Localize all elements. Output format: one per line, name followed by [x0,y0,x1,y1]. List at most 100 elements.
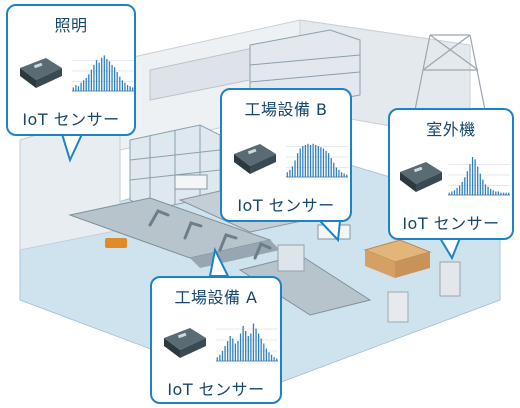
spectrum-bar [471,157,474,195]
spectrum-bar [479,173,481,196]
vibration-spectrum-icon [216,323,278,362]
spectrum-bar [103,55,105,92]
spectrum-bar [98,62,100,91]
spectrum-bar [461,181,463,195]
spectrum-bar [111,64,113,92]
vibration-spectrum-icon [72,55,134,92]
spectrum-bar [466,171,469,195]
spectrum-bar [226,341,229,361]
spectrum-bar [456,187,458,196]
spectrum-bar [502,192,505,196]
spectrum-bar [93,64,95,92]
spectrum-bar [453,190,456,195]
spectrum-bar [508,192,510,196]
spectrum-bar [119,76,121,91]
spectrum-bar [448,192,450,196]
spectrum-bar [252,323,255,361]
spectrum-bar [299,148,301,177]
spectrum-bar [72,87,74,91]
iot-sensor-device-icon [230,140,280,182]
spectrum-bar [296,153,299,177]
spectrum-bar [263,343,265,361]
callout-line-b: 工場設備 B IoT センサー [220,88,352,222]
spectrum-bar [101,57,103,91]
spectrum-bar [291,166,294,177]
spectrum-bar [343,173,345,177]
callout-lighting: 照明 IoT センサー [6,4,136,136]
callout-lighting-caption: IoT センサー [22,110,120,129]
spectrum-bar [229,336,231,361]
spectrum-bar [232,338,234,361]
spectrum-bar [129,86,131,91]
spectrum-bar [451,191,453,195]
vibration-spectrum-icon [286,143,348,178]
transmission-tower [414,34,486,111]
spectrum-bar [464,177,466,195]
spectrum-bar [234,343,237,361]
spectrum-bar [90,69,93,92]
spectrum-bar [80,82,82,91]
callout-outdoor-unit: 室外機 IoT センサー [388,108,514,240]
iot-sensor-device-icon [160,324,210,366]
spectrum-bar [492,190,494,195]
spectrum-bar [221,351,224,361]
spectrum-bar [333,162,335,177]
spectrum-bar [95,60,98,92]
callout-line-a: 工場設備 A IoT センサー [150,276,282,404]
spectrum-bar [335,167,338,177]
spectrum-bar [270,354,273,361]
spectrum-bar [317,146,319,178]
spectrum-bar [340,172,343,177]
spectrum-bar [315,144,317,177]
spectrum-bar [487,186,489,195]
agv-vehicle [105,238,127,248]
spectrum-bar [458,185,461,195]
spectrum-bar [88,74,90,92]
spectrum-bar [327,153,330,177]
spectrum-bar [304,144,307,177]
vibration-spectrum-icon [448,157,510,196]
spectrum-bar [237,341,239,361]
spectrum-bar [85,77,87,91]
outdoor-unit-box [439,261,461,297]
callout-line-a-title: 工場設備 A [174,288,258,307]
spectrum-bar [489,189,492,195]
spectrum-bar [257,333,260,361]
spectrum-bar [289,169,291,178]
spectrum-bar [121,80,124,91]
spectrum-bar [116,72,118,91]
callout-line-a-caption: IoT センサー [167,380,265,399]
spectrum-bar [505,192,507,196]
spectrum-bar [309,144,312,177]
spectrum-bar [322,148,325,177]
spectrum-bar [242,326,244,361]
robot-arms [148,209,272,260]
spectrum-bar [219,354,221,361]
spectrum-bar [106,58,108,91]
spectrum-bar [82,80,85,91]
spectrum-bar [307,143,309,177]
spectrum-bar [482,179,484,195]
spectrum-bar [260,338,262,361]
spectrum-bar [484,184,487,195]
tank-unit [387,291,409,323]
spectrum-bar [132,87,134,91]
spectrum-bar [500,192,502,196]
spectrum-bar [273,357,275,361]
spectrum-bar [113,67,116,91]
spectrum-bar [320,147,322,177]
spectrum-bar [124,82,126,91]
spectrum-bar [338,169,340,178]
spectrum-bar [477,166,479,195]
spectrum-bar [330,158,332,177]
callout-outdoor-unit-caption: IoT センサー [402,214,500,233]
spectrum-bar [294,160,296,178]
spectrum-bar [268,352,270,361]
spectrum-bar [497,191,500,195]
spectrum-bar [245,331,247,361]
machine-cabinet [277,244,305,272]
spectrum-bar [325,150,327,178]
spectrum-bar [239,333,242,361]
spectrum-bar [75,85,77,91]
